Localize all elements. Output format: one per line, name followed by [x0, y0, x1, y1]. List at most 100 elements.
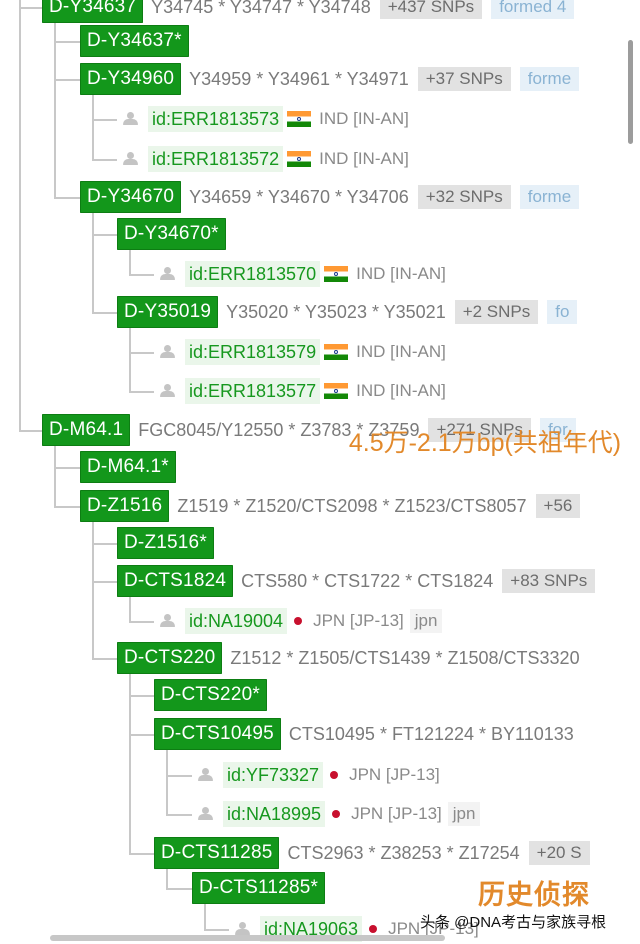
person-icon-body: [160, 274, 175, 280]
haplogroup-node-label[interactable]: D-Y35019: [117, 296, 219, 328]
haplogroup-node-label[interactable]: D-Z1516: [80, 490, 170, 522]
ashoka-chakra: [334, 272, 339, 276]
tree-node-row: D-Z1516*: [117, 526, 214, 560]
sample-country: JPN [JP-13]: [388, 919, 479, 938]
person-icon-head: [164, 614, 171, 621]
sample-language-badge: jpn: [447, 802, 481, 826]
vertical-scrollbar[interactable]: [628, 40, 633, 144]
snp-count-badge[interactable]: +56: [535, 494, 581, 518]
tree-connector-vertical: [129, 672, 131, 853]
hinomaru: [332, 810, 341, 818]
haplogroup-node-label[interactable]: D-CTS220*: [154, 679, 267, 711]
tree-connector-horizontal: [92, 159, 117, 161]
formed-age-badge[interactable]: for: [539, 418, 576, 442]
tree-connector-horizontal: [129, 274, 154, 276]
tree-connector-horizontal: [92, 119, 117, 121]
person-icon-body: [123, 119, 138, 125]
sample-id-link[interactable]: id:NA18995: [223, 801, 326, 827]
horizontal-scrollbar[interactable]: [50, 935, 445, 941]
person-icon-head: [164, 384, 171, 391]
ashoka-chakra: [334, 350, 339, 354]
hinomaru: [330, 771, 339, 779]
snp-list: CTS2963 * Z38253 * Z17254: [287, 842, 520, 863]
sample-id-link[interactable]: id:ERR1813579: [185, 339, 321, 365]
person-icon-body: [235, 929, 250, 935]
tree-connector-horizontal: [92, 581, 117, 583]
snp-count-badge[interactable]: +2 SNPs: [454, 300, 539, 324]
haplogroup-node-label[interactable]: D-Y34670: [80, 181, 182, 213]
haplogroup-node-label[interactable]: D-Y34960: [80, 63, 182, 95]
tree-connector-horizontal: [19, 430, 42, 432]
ashoka-chakra: [297, 157, 302, 161]
snp-count-badge[interactable]: +271 SNPs: [428, 418, 531, 442]
formed-age-badge[interactable]: forme: [519, 67, 580, 91]
haplogroup-node-label[interactable]: D-CTS11285: [154, 837, 280, 869]
sample-row: id:ERR1813570 IND [IN-AN]: [160, 259, 446, 289]
tree-connector-horizontal: [166, 888, 192, 890]
haplogroup-node-label[interactable]: D-CTS220: [117, 642, 223, 674]
tree-connector-vertical: [54, 444, 56, 506]
person-icon: [160, 345, 175, 359]
snp-list: FGC8045/Y12550 * Z3783 * Z3759: [138, 419, 420, 440]
haplogroup-node-label[interactable]: D-Y34670*: [117, 218, 226, 250]
haplogroup-node-label[interactable]: D-CTS1824: [117, 565, 234, 597]
japan-flag-icon: [327, 768, 342, 782]
formed-age-badge[interactable]: formed 4: [491, 0, 575, 19]
person-icon-body: [160, 352, 175, 358]
snp-list: Y34959 * Y34961 * Y34971: [189, 68, 409, 89]
india-flag-icon: [324, 344, 349, 360]
tree-connector-horizontal: [166, 775, 192, 777]
tree-connector-horizontal: [129, 391, 154, 393]
sample-id-link[interactable]: id:YF73327: [223, 762, 324, 788]
tree-connector-horizontal: [129, 734, 154, 736]
haplogroup-node-label[interactable]: D-CTS11285*: [192, 872, 326, 904]
snp-count-badge[interactable]: +32 SNPs: [417, 185, 511, 209]
sample-id-link[interactable]: id:ERR1813572: [148, 146, 284, 172]
sample-country: JPN [JP-13]: [351, 804, 442, 823]
japan-flag-icon: [366, 922, 381, 936]
sample-country: IND [IN-AN]: [356, 342, 446, 361]
tree-connector-horizontal: [92, 312, 117, 314]
person-icon: [198, 807, 213, 821]
sample-id-link[interactable]: id:NA19004: [185, 608, 288, 634]
tree-connector-horizontal: [92, 658, 117, 660]
formed-age-badge[interactable]: forme: [519, 185, 580, 209]
tree-connector-vertical: [204, 902, 206, 929]
sample-id-link[interactable]: id:ERR1813570: [185, 261, 321, 287]
haplogroup-node-label[interactable]: D-Y34637: [42, 0, 144, 23]
tree-node-row: D-Y34670*: [117, 217, 226, 251]
sample-id-link[interactable]: id:ERR1813577: [185, 378, 321, 404]
sample-country: IND [IN-AN]: [319, 109, 409, 128]
tree-connector-horizontal: [19, 7, 42, 9]
formed-age-badge[interactable]: fo: [547, 300, 578, 324]
tree-connector-vertical: [129, 326, 131, 391]
snp-count-badge[interactable]: +20 S: [528, 841, 590, 865]
haplogroup-node-label[interactable]: D-Y34637*: [80, 25, 189, 57]
haplogroup-node-label[interactable]: D-Z1516*: [117, 527, 214, 559]
snp-count-badge[interactable]: +437 SNPs: [379, 0, 483, 19]
hinomaru: [294, 617, 303, 625]
sample-country: JPN [JP-13]: [313, 611, 404, 630]
person-icon: [235, 922, 250, 936]
tree-connector-vertical: [54, 21, 56, 197]
haplogroup-node-label[interactable]: D-M64.1*: [80, 451, 176, 483]
sample-id-link[interactable]: id:ERR1813573: [148, 106, 284, 132]
person-icon-body: [198, 814, 213, 820]
person-icon-head: [164, 345, 171, 352]
tree-connector-horizontal: [54, 467, 80, 469]
brand-watermark: 历史侦探: [478, 880, 590, 910]
snp-count-badge[interactable]: +83 SNPs: [502, 569, 596, 593]
sample-country: IND [IN-AN]: [356, 264, 446, 283]
haplogroup-node-label[interactable]: D-CTS10495: [154, 718, 281, 750]
snp-list: CTS580 * CTS1722 * CTS1824: [241, 570, 494, 591]
tree-connector-vertical: [129, 595, 131, 621]
person-icon: [160, 267, 175, 281]
tree-connector-vertical: [166, 748, 168, 814]
tree-node-row: D-Y34637*: [80, 24, 189, 58]
haplogroup-node-label[interactable]: D-M64.1: [42, 414, 131, 446]
tree-connector-horizontal: [129, 352, 154, 354]
snp-count-badge[interactable]: +37 SNPs: [417, 67, 511, 91]
